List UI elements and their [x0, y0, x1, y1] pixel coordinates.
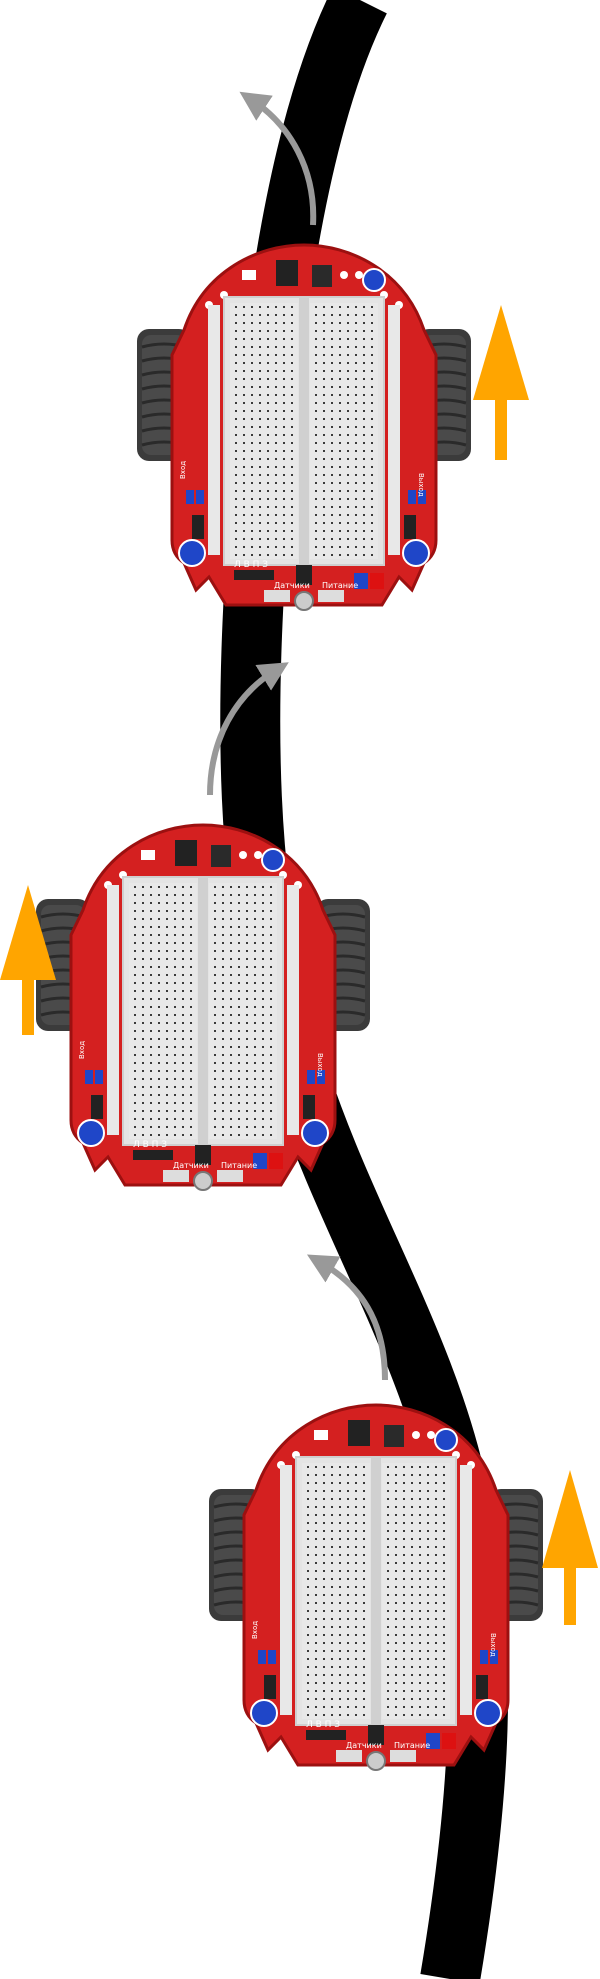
- turn-arrow-bottom: [306, 1254, 388, 1381]
- motor-arrow-middle: [0, 885, 56, 1035]
- robot-bottom: Л В П З Датчики Питание Вход Выход: [207, 1403, 545, 1772]
- sensors-label: Датчики: [173, 1161, 209, 1170]
- robot-board: [69, 823, 337, 1192]
- robot-board: [242, 1403, 510, 1772]
- sensors-label: Датчики: [274, 581, 310, 590]
- turn-arrow-middle: [207, 662, 289, 796]
- power-label: Питание: [394, 1741, 430, 1750]
- robot-top: Л В П З Датчики Питание Вход Выход: [135, 243, 473, 612]
- right-text: Выход: [489, 1633, 497, 1657]
- sensors-label: Датчики: [346, 1741, 382, 1750]
- sensor-letters: Л В П З: [234, 560, 268, 570]
- left-text: Вход: [251, 1621, 259, 1639]
- motor-arrow-bottom: [542, 1470, 598, 1625]
- left-text: Вход: [179, 461, 187, 479]
- robot-board: [170, 243, 438, 612]
- robot-middle: Л В П З Датчики Питание Вход Выход: [34, 823, 372, 1192]
- power-label: Питание: [221, 1161, 257, 1170]
- motor-arrow-top: [473, 305, 529, 460]
- power-label: Питание: [322, 581, 358, 590]
- right-text: Выход: [417, 473, 425, 497]
- turn-arrow-top: [239, 91, 317, 226]
- sensor-letters: Л В П З: [133, 1140, 167, 1150]
- sensor-letters: Л В П З: [306, 1720, 340, 1730]
- right-text: Выход: [316, 1053, 324, 1077]
- left-text: Вход: [78, 1041, 86, 1059]
